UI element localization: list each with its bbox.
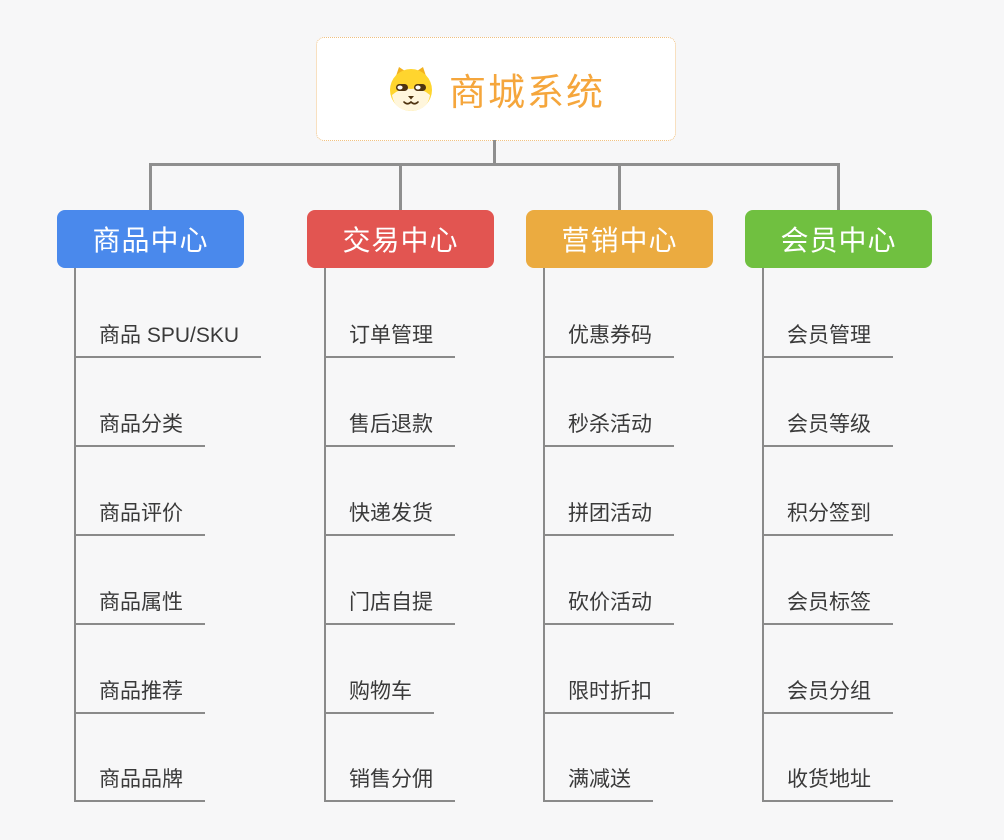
leaf-node[interactable]: 商品评价: [74, 500, 205, 536]
leaf-node[interactable]: 会员等级: [762, 411, 893, 447]
connector-stub-trade: [399, 164, 402, 210]
branch-node-member-center[interactable]: 会员中心: [745, 210, 932, 268]
leaf-node[interactable]: 会员标签: [762, 589, 893, 625]
connector-stub-member: [837, 164, 840, 210]
root-title: 商城系统: [449, 72, 605, 113]
leaf-node[interactable]: 积分签到: [762, 500, 893, 536]
branch-node-trade-center[interactable]: 交易中心: [307, 210, 494, 268]
branch-node-marketing-center[interactable]: 营销中心: [526, 210, 713, 268]
branch-node-product-center[interactable]: 商品中心: [57, 210, 244, 268]
leaf-node[interactable]: 商品 SPU/SKU: [74, 322, 262, 358]
leaf-node[interactable]: 砍价活动: [543, 589, 674, 625]
shiba-dog-icon: [390, 67, 432, 111]
connector-root-stub: [493, 140, 496, 165]
leaf-node[interactable]: 会员管理: [762, 322, 893, 358]
leaf-node[interactable]: 拼团活动: [543, 500, 674, 536]
leaf-node[interactable]: 售后退款: [324, 411, 455, 447]
leaf-node[interactable]: 购物车: [324, 678, 434, 714]
leaf-node[interactable]: 收货地址: [762, 766, 893, 802]
leaf-node[interactable]: 订单管理: [324, 322, 455, 358]
leaf-node[interactable]: 秒杀活动: [543, 411, 674, 447]
connector-stub-marketing: [618, 164, 621, 210]
leaf-node[interactable]: 门店自提: [324, 589, 455, 625]
leaf-node[interactable]: 商品推荐: [74, 678, 205, 714]
leaf-node[interactable]: 商品品牌: [74, 766, 205, 802]
leaf-node[interactable]: 限时折扣: [543, 678, 674, 714]
leaf-node[interactable]: 快递发货: [324, 500, 455, 536]
root-node-mall-system[interactable]: 商城系统: [316, 37, 676, 141]
connector-stub-product: [149, 164, 152, 210]
leaf-node[interactable]: 满减送: [543, 766, 653, 802]
leaf-node[interactable]: 商品分类: [74, 411, 205, 447]
connector-horizontal: [149, 163, 840, 166]
leaf-node[interactable]: 会员分组: [762, 678, 893, 714]
leaf-node[interactable]: 优惠券码: [543, 322, 674, 358]
leaf-node[interactable]: 商品属性: [74, 589, 205, 625]
leaf-node[interactable]: 销售分佣: [324, 766, 455, 802]
